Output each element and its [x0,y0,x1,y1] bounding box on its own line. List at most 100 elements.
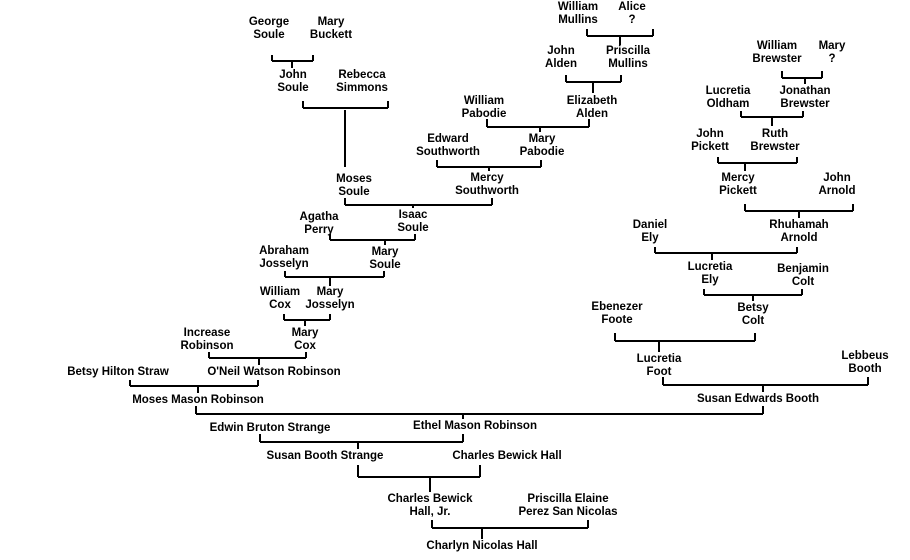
person-name-line: Charlyn Nicolas Hall [426,540,538,552]
person-name-line: Brewster [752,53,802,65]
person-name-line: Charles Bewick [387,493,473,505]
person-name-line: Simmons [336,82,388,94]
person-name-line: Alice [618,1,646,13]
person-name-line: Pickett [719,185,757,197]
person-name-line: Betsy Hilton Straw [67,366,169,378]
person-name-line: Mary [316,286,344,298]
person-name-line: Hall, Jr. [409,506,451,518]
person-name-line: Booth [848,363,882,375]
person-charles-bewick-hall: Charles Bewick Hall [452,450,561,463]
person-alice: Alice? [618,1,646,27]
person-name-line: Soule [338,186,370,198]
person-name-line: Mary [317,16,345,28]
person-name-line: Southworth [416,146,480,158]
person-name-line: Lucretia [705,85,751,97]
person-name-line: Mullins [558,14,598,26]
person-name-line: Mary [291,327,319,339]
person-name-line: Benjamin [777,263,829,275]
person-edwin-bruton-strange: Edwin Bruton Strange [210,422,331,435]
person-name-line: Jonathan [779,85,831,97]
person-name-line: Arnold [780,232,818,244]
person-name-line: William [557,1,599,13]
person-name-line: Soule [253,29,285,41]
person-name-line: Moses [336,173,372,185]
person-name-line: Pickett [691,141,729,153]
person-name-line: Edward [427,133,469,145]
person-name-line: Agatha [299,211,339,223]
person-name-line: Rebecca [338,69,386,81]
person-name-line: Ethel Mason Robinson [413,420,537,432]
person-name-line: Cox [269,299,291,311]
person-name-line: Soule [277,82,309,94]
person-name-line: Priscilla Elaine [527,493,609,505]
person-name-line: William [756,40,798,52]
person-name-line: Perez San Nicolas [518,506,618,518]
person-mary-q: Mary? [819,40,846,66]
person-name-line: Elizabeth [566,95,618,107]
person-name-line: Daniel [632,219,668,231]
person-name-line: Lucretia [636,353,682,365]
person-name-line: Mercy [721,172,755,184]
person-name-line: Abraham [259,245,309,257]
person-name-line: Susan Booth Strange [266,450,384,462]
person-susan-booth-strange: Susan Booth Strange [267,450,384,463]
person-name-line: Brewster [780,98,830,110]
person-name-line: Ebenezer [591,301,643,313]
person-name-line: Colt [791,276,815,288]
person-name-line: O'Neil Watson Robinson [207,366,341,378]
person-name-line: Robinson [180,340,234,352]
person-moses-mason-robinson: Moses Mason Robinson [132,394,264,407]
person-name-line: Moses Mason Robinson [132,394,264,406]
person-name-line: Oldham [706,98,750,110]
person-name-line: John [823,172,851,184]
person-name-line: Josselyn [305,299,355,311]
person-name-line: Colt [741,315,765,327]
person-name-line: William [463,95,505,107]
person-name-line: Foote [601,314,633,326]
person-name-line: Mary [818,40,846,52]
person-name-line: Lucretia [687,261,733,273]
person-name-line: Lebbeus [841,350,889,362]
person-name-line: Josselyn [259,258,309,270]
person-name-line: Susan Edwards Booth [696,393,820,405]
person-name-line: Mercy [470,172,504,184]
person-name-line: Mary [528,133,556,145]
person-name-line: Edwin Bruton Strange [209,422,331,434]
person-name-line: Soule [369,259,401,271]
person-name-line: Alden [545,58,577,70]
person-betsy-hilton-straw: Betsy Hilton Straw [67,366,169,379]
person-name-line: Brewster [750,141,800,153]
person-name-line: Isaac [398,209,428,221]
person-name-line: Alden [576,108,608,120]
